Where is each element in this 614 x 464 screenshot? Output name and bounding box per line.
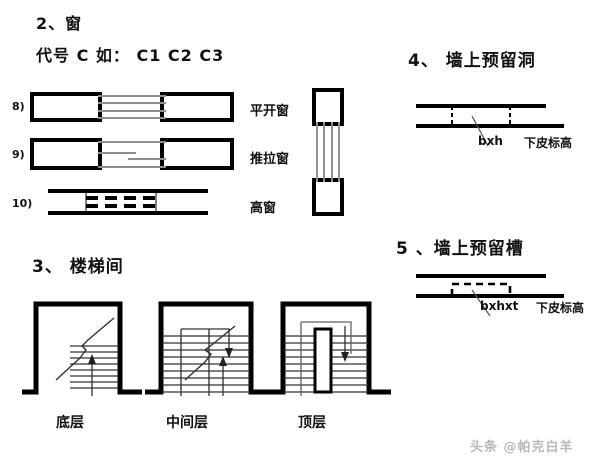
section-title-windows: 2、窗 — [36, 14, 83, 33]
stair-label-top-floor: 顶层 — [298, 415, 326, 431]
high-window-label: 高窗 — [250, 201, 277, 216]
wall-hole-elevation-label: 下皮标高 — [524, 136, 573, 150]
wall-groove-elevation-label: 下皮标高 — [536, 301, 585, 315]
watermark: 头条 @帕克白羊 — [470, 440, 574, 455]
item-number-10: 10) — [12, 197, 33, 210]
wall-groove-dimension-label: bxhxt — [480, 299, 519, 313]
sliding-window-symbol — [30, 138, 234, 172]
stair-label-bottom-floor: 底层 — [56, 415, 84, 431]
window-code-line: 代号 C 如： C1 C2 C3 — [36, 46, 225, 65]
casement-window-symbol — [30, 92, 234, 124]
sliding-window-label: 推拉窗 — [250, 152, 290, 167]
stair-diagram-middle-floor — [145, 296, 271, 400]
stair-label-middle-floor: 中间层 — [166, 415, 208, 431]
stair-diagram-bottom-floor — [22, 296, 142, 400]
section-title-wall-hole: 4、 墙上预留洞 — [408, 51, 536, 71]
stair-diagram-top-floor — [265, 296, 391, 400]
section-title-wall-groove: 5 、墙上预留槽 — [396, 239, 524, 259]
item-number-9: 9) — [12, 148, 25, 161]
item-number-8: 8) — [12, 100, 25, 113]
wall-hole-dimension-label: bxh — [478, 134, 503, 148]
vertical-window-section-symbol — [306, 88, 354, 216]
wall-groove-symbol — [414, 270, 589, 318]
section-title-stairs: 3、 楼梯间 — [32, 257, 124, 277]
wall-hole-symbol — [414, 100, 589, 148]
high-window-symbol — [48, 188, 208, 216]
casement-window-label: 平开窗 — [250, 104, 290, 119]
